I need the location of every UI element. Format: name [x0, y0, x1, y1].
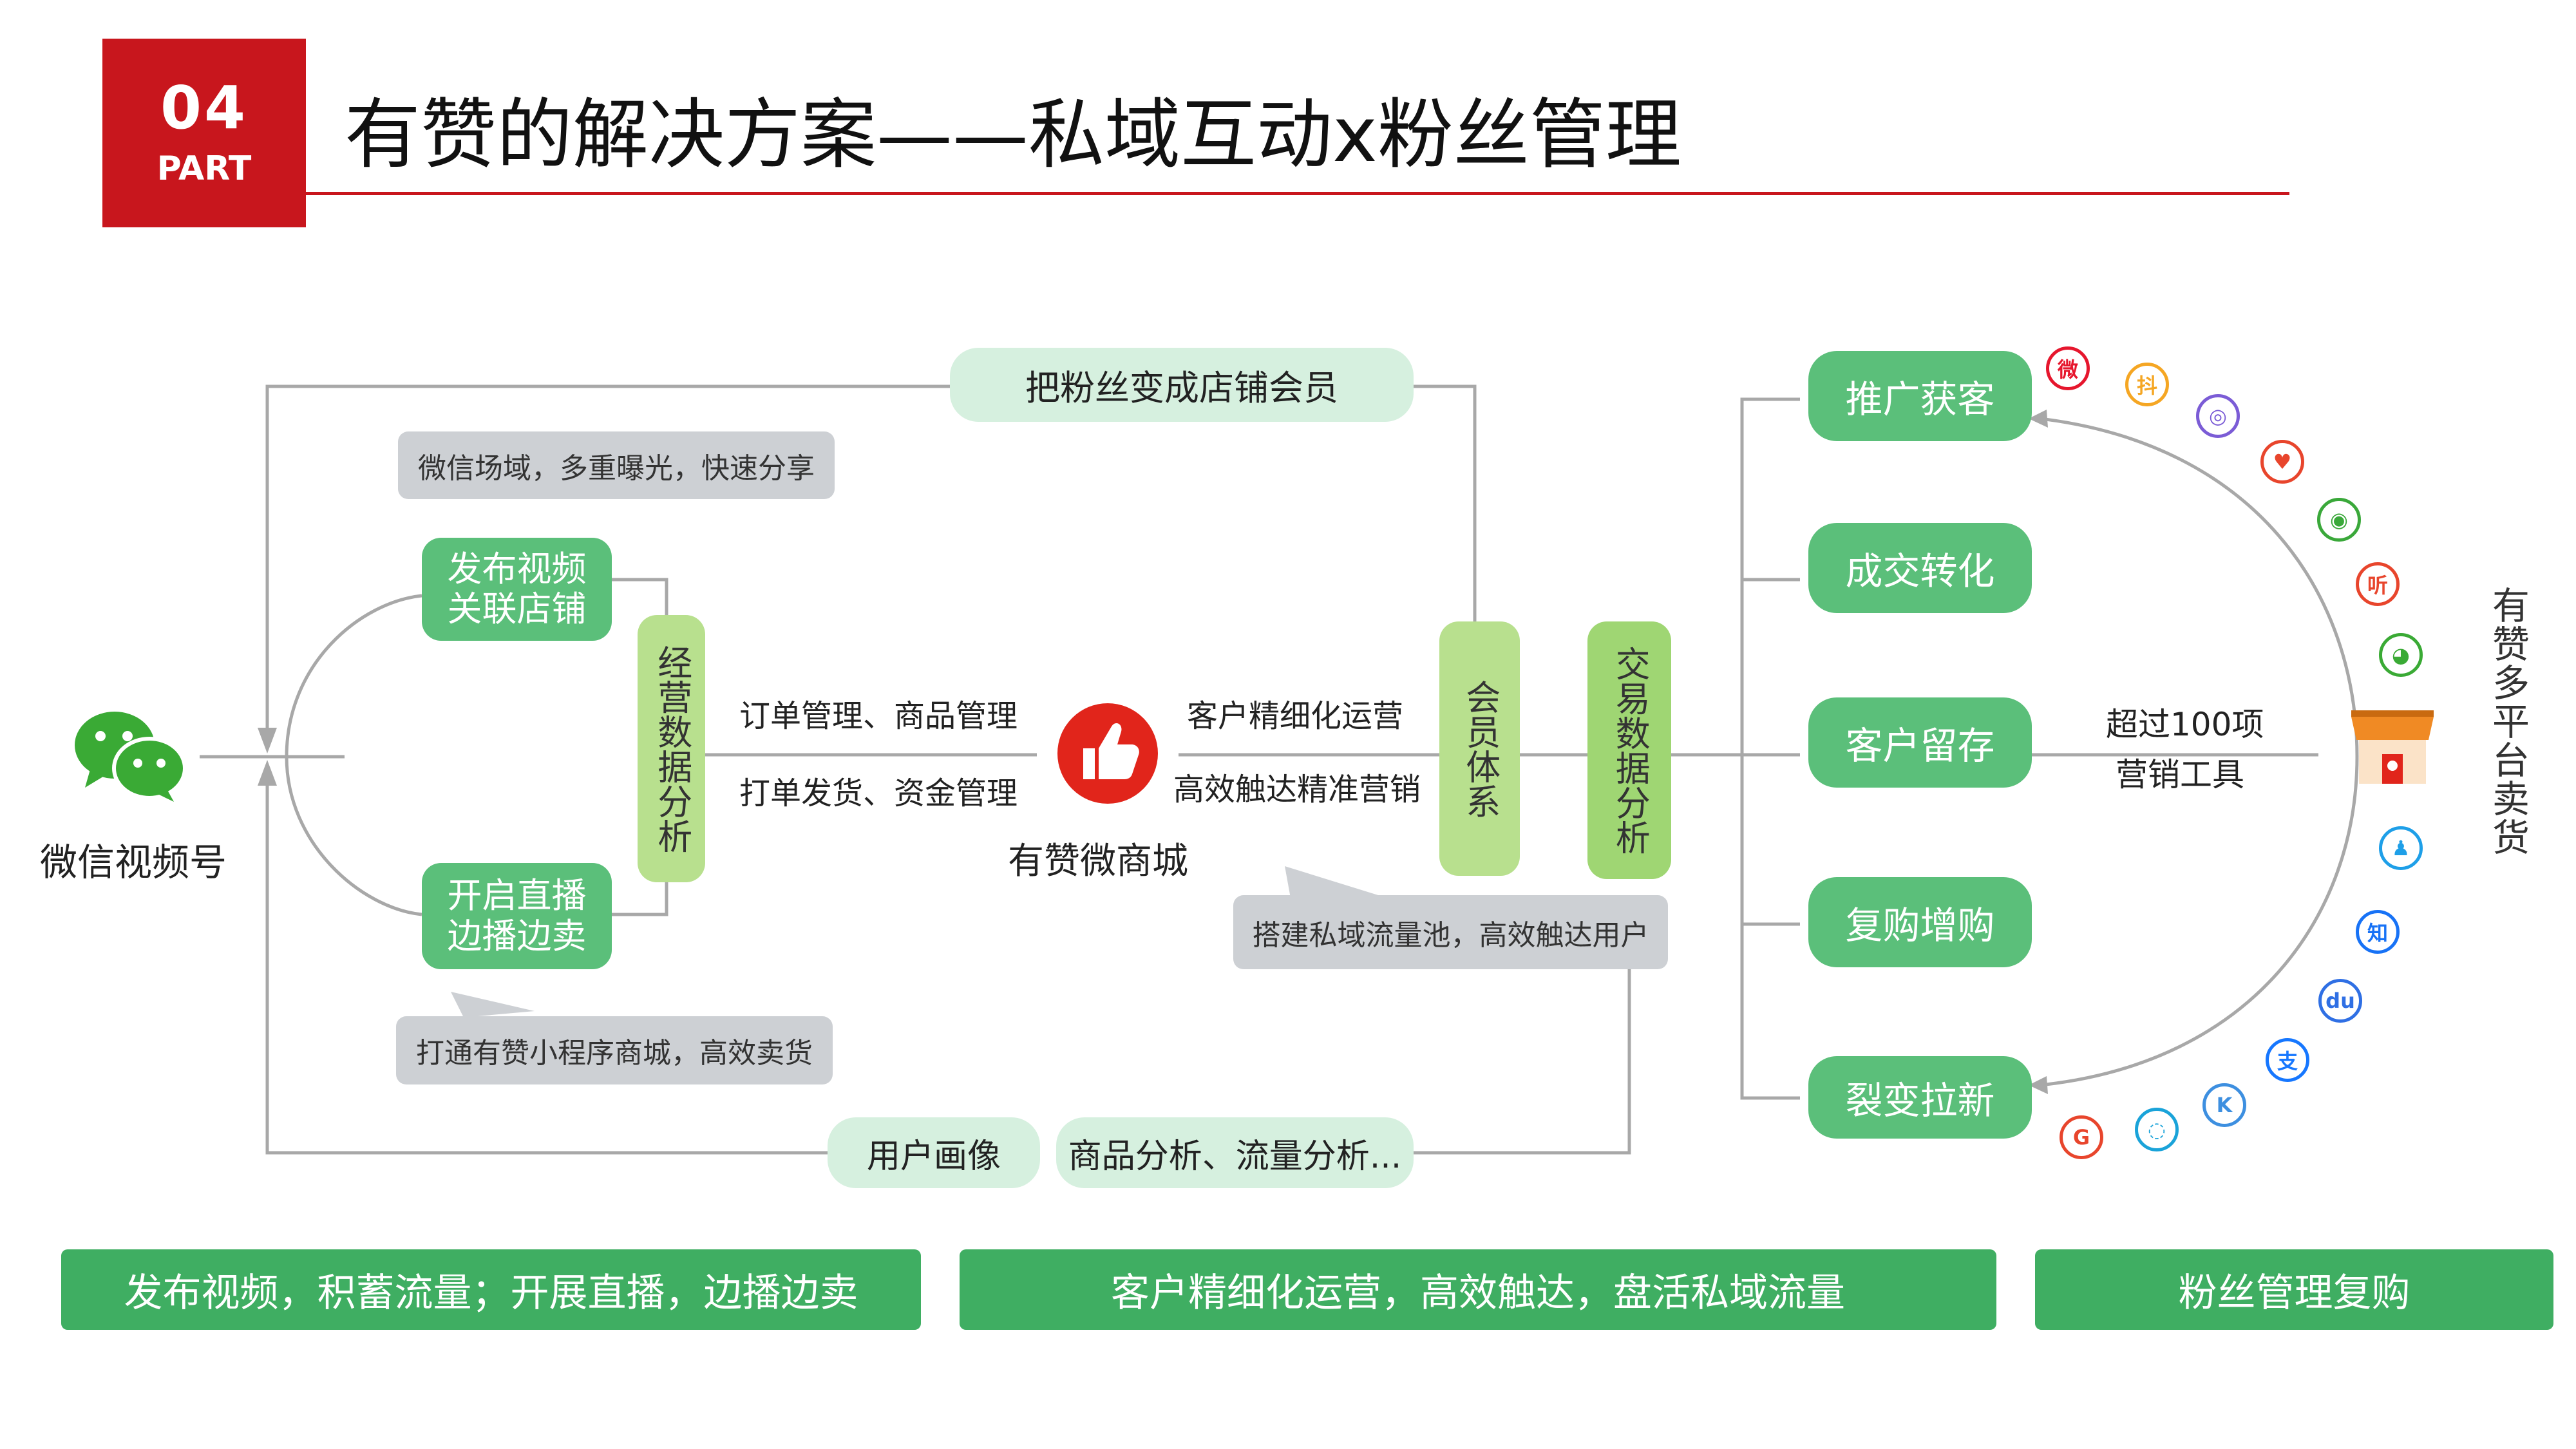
tools-line1: 超过100项 [2106, 706, 2264, 743]
banner-customer-ops: 客户精细化运营，高效触达，盘活私域流量 [960, 1249, 1996, 1330]
qq-icon: ♟ [2379, 826, 2423, 870]
thumbs-up-icon [1057, 703, 1158, 804]
start-live-line1: 开启直播 [447, 875, 587, 916]
multi-platform-label: 有赞多平台卖货 [2486, 586, 2530, 857]
callout-miniprogram: 打通有赞小程序商城，高效卖货 [396, 1016, 833, 1084]
ops-data-analysis-bar: 经营数据分析 [638, 615, 705, 882]
mid-left-line2: 打单发货、资金管理 [739, 775, 1018, 811]
retention-button[interactable]: 客户留存 [1808, 697, 2032, 788]
youzan-mall-label: 有赞微商城 [1008, 840, 1188, 882]
weibo-icon: 微 [2046, 346, 2090, 390]
publish-video-button[interactable]: 发布视频 关联店铺 [422, 538, 612, 641]
baidu-icon: du [2318, 979, 2362, 1023]
ops-data-analysis-label: 经营数据分析 [651, 644, 692, 853]
chat-bubble-icon: ◎ [2196, 394, 2240, 438]
banner-fan-management: 粉丝管理复购 [2035, 1249, 2553, 1330]
tools-line2: 营销工具 [2116, 756, 2244, 793]
title-underline [306, 192, 2289, 195]
mid-left-line1: 订单管理、商品管理 [739, 698, 1018, 734]
publish-video-line1: 发布视频 [447, 548, 587, 589]
listen-icon: 听 [2356, 562, 2400, 606]
analysis-pill: 商品分析、流量分析... [1056, 1117, 1414, 1188]
referral-button[interactable]: 裂变拉新 [1808, 1056, 2032, 1139]
zhihu-icon: 知 [2356, 910, 2400, 954]
wechat-channels-label: 微信视频号 [40, 840, 227, 884]
callout-exposure: 微信场域，多重曝光，快速分享 [398, 431, 835, 499]
section-part-label: PART [156, 149, 252, 188]
conversion-button[interactable]: 成交转化 [1808, 523, 2032, 613]
alipay-icon: 支 [2266, 1038, 2309, 1082]
wechat-icon: ◕ [2379, 633, 2423, 677]
trade-data-analysis-bar: 交易数据分析 [1587, 621, 1671, 879]
user-profile-pill: 用户画像 [828, 1117, 1040, 1188]
owl-icon: ◉ [2317, 498, 2361, 542]
page-title: 有赞的解决方案——私域互动x粉丝管理 [345, 90, 1681, 179]
member-system-label: 会员体系 [1459, 679, 1501, 819]
trade-data-analysis-label: 交易数据分析 [1609, 646, 1651, 855]
section-number: 04 [160, 73, 249, 142]
start-live-line2: 边播边卖 [447, 915, 587, 956]
mid-right-line2: 高效触达精准营销 [1173, 772, 1421, 808]
mid-right-line1: 客户精细化运营 [1187, 698, 1404, 734]
heart-icon: ♥ [2260, 440, 2304, 484]
banner-publish: 发布视频，积蓄流量；开展直播，边播边卖 [61, 1249, 921, 1330]
publish-video-line2: 关联店铺 [447, 589, 587, 629]
toutiao-icon: G [2060, 1115, 2103, 1159]
start-live-button[interactable]: 开启直播 边播边卖 [422, 863, 612, 969]
section-badge: 04 PART [102, 39, 306, 227]
shop-icon [2351, 710, 2434, 784]
acquire-customers-button[interactable]: 推广获客 [1808, 351, 2032, 441]
repurchase-button[interactable]: 复购增购 [1808, 877, 2032, 967]
doc-icon: 抖 [2125, 363, 2169, 406]
member-system-bar: 会员体系 [1439, 621, 1520, 876]
top-pill-member: 把粉丝变成店铺会员 [950, 348, 1414, 422]
kuaishou-icon: K [2202, 1083, 2246, 1127]
message-icon: ◌ [2135, 1108, 2179, 1151]
wechat-logo-icon [75, 712, 187, 802]
callout-private-pool: 搭建私域流量池，高效触达用户 [1233, 895, 1668, 969]
